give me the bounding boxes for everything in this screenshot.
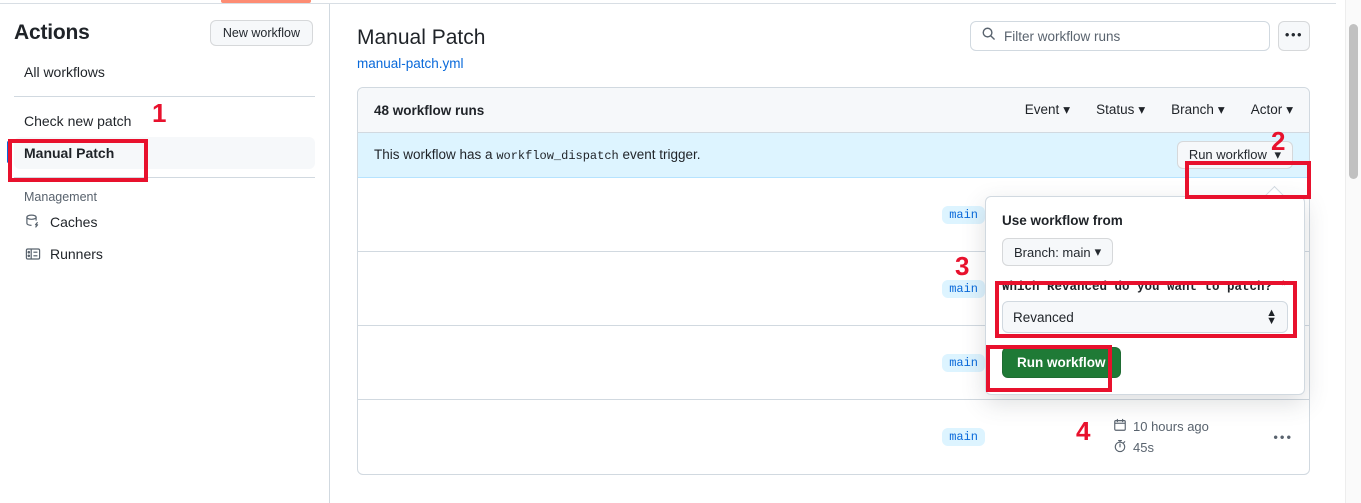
chevron-down-icon: ▾ bbox=[1286, 102, 1293, 117]
run-workflow-dropdown-button[interactable]: Run workflow ▾ bbox=[1176, 141, 1293, 169]
submit-run-workflow-button[interactable]: Run workflow bbox=[1002, 347, 1121, 378]
sidebar-item-manual-patch[interactable]: Manual Patch bbox=[7, 137, 315, 169]
new-workflow-button[interactable]: New workflow bbox=[209, 20, 313, 46]
chevron-down-icon: ▾ bbox=[1274, 147, 1281, 162]
filter-workflow-runs-box[interactable] bbox=[970, 21, 1270, 51]
sidebar-nav-workflows: Check new patch Manual Patch bbox=[0, 105, 329, 169]
branch-badge[interactable]: main bbox=[942, 279, 985, 298]
kebab-horizontal-icon: ••• bbox=[1284, 26, 1304, 42]
filter-status[interactable]: Status▾ bbox=[1096, 102, 1145, 118]
runners-icon bbox=[24, 246, 41, 263]
header-divider bbox=[0, 3, 1336, 4]
sidebar-divider-1 bbox=[14, 96, 315, 97]
sidebar-item-label: Caches bbox=[50, 214, 98, 230]
workflow-input-label-text: Which Revanced do you want to patch? bbox=[1002, 280, 1273, 294]
dispatch-event-code: workflow_dispatch bbox=[496, 149, 619, 163]
sidebar-item-all-workflows[interactable]: All workflows bbox=[14, 56, 315, 88]
filter-event[interactable]: Event▾ bbox=[1025, 102, 1070, 118]
sidebar-item-label: Manual Patch bbox=[24, 145, 115, 161]
dispatch-prefix: This workflow has a bbox=[374, 147, 493, 162]
workflow-runs-header: 48 workflow runs Event▾ Status▾ Branch▾ … bbox=[358, 88, 1309, 133]
table-row[interactable]: main 10 hours ago bbox=[358, 400, 1309, 474]
page-scrollbar[interactable] bbox=[1345, 0, 1361, 503]
workflow-runs-filters: Event▾ Status▾ Branch▾ Actor▾ bbox=[1025, 102, 1293, 118]
filter-event-label: Event bbox=[1024, 102, 1060, 117]
sidebar-header: Actions New workflow bbox=[0, 4, 329, 56]
chevron-down-icon: ▾ bbox=[1217, 102, 1225, 117]
filter-actor-label: Actor bbox=[1250, 102, 1283, 117]
revanced-select-value: Revanced bbox=[1013, 309, 1074, 325]
branch-badge[interactable]: main bbox=[942, 353, 985, 372]
workflow-dispatch-banner: This workflow has a workflow_dispatch ev… bbox=[358, 133, 1309, 178]
sidebar-nav-management: Caches Runners bbox=[0, 206, 329, 270]
filter-branch[interactable]: Branch▾ bbox=[1171, 102, 1225, 118]
sidebar-divider-2 bbox=[14, 177, 315, 178]
sidebar-section-management: Management bbox=[24, 190, 97, 204]
filter-status-label: Status bbox=[1096, 102, 1135, 117]
more-options-button[interactable]: ••• bbox=[1278, 21, 1310, 51]
chevron-down-icon: ▾ bbox=[1063, 102, 1071, 117]
sidebar-item-label: All workflows bbox=[24, 64, 105, 80]
workflow-runs-count: 48 workflow runs bbox=[374, 102, 485, 118]
dispatch-suffix: event trigger. bbox=[622, 147, 701, 162]
branch-select-button[interactable]: Branch: main ▾ bbox=[1002, 238, 1114, 266]
search-icon bbox=[981, 26, 996, 46]
cache-icon bbox=[24, 214, 41, 231]
sidebar-title: Actions bbox=[14, 21, 90, 44]
run-workflow-dropdown-label: Run workflow bbox=[1188, 147, 1267, 162]
table-row[interactable]: main bbox=[358, 178, 1309, 252]
stepper-icon: ▲▼ bbox=[1266, 307, 1277, 327]
sidebar-item-caches[interactable]: Caches bbox=[14, 206, 315, 238]
row-date: 10 hours ago bbox=[1133, 419, 1209, 434]
sidebar-item-runners[interactable]: Runners bbox=[14, 238, 315, 270]
filter-actor[interactable]: Actor▾ bbox=[1251, 102, 1293, 118]
table-row[interactable]: main bbox=[358, 252, 1309, 326]
required-marker: * bbox=[1279, 280, 1288, 294]
sidebar-nav-top: All workflows bbox=[0, 56, 329, 88]
row-duration-line: 45s bbox=[1113, 439, 1293, 456]
branch-badge[interactable]: main bbox=[942, 205, 985, 224]
page-header-left: Manual Patch manual-patch.yml bbox=[357, 18, 485, 73]
use-workflow-from-label: Use workflow from bbox=[1002, 213, 1123, 228]
page-header-right: ••• bbox=[970, 18, 1310, 51]
row-more-options-button[interactable]: ••• bbox=[1273, 430, 1293, 445]
calendar-icon bbox=[1113, 418, 1127, 435]
branch-select-label: Branch: main bbox=[1014, 244, 1091, 260]
kebab-horizontal-icon: ••• bbox=[1273, 429, 1293, 445]
stopwatch-icon bbox=[1113, 439, 1127, 456]
sidebar-item-label: Check new patch bbox=[24, 113, 132, 129]
sidebar-item-check-new-patch[interactable]: Check new patch bbox=[14, 105, 315, 137]
sidebar-item-label: Runners bbox=[50, 246, 103, 262]
dispatch-banner-text: This workflow has a workflow_dispatch ev… bbox=[374, 147, 701, 163]
branch-badge[interactable]: main bbox=[942, 428, 985, 446]
row-meta: 10 hours ago 45s bbox=[1113, 418, 1293, 456]
page-title: Manual Patch bbox=[357, 26, 486, 49]
page-header: Manual Patch manual-patch.yml ••• bbox=[357, 18, 1310, 73]
revanced-select[interactable]: Revanced ▲▼ bbox=[1002, 301, 1288, 333]
chevron-down-icon: ▾ bbox=[1138, 102, 1146, 117]
active-tab-indicator bbox=[221, 0, 311, 3]
workflow-input-label: Which Revanced do you want to patch? * bbox=[1002, 280, 1288, 294]
run-workflow-dropdown-panel: Use workflow from Branch: main ▾ Which R… bbox=[985, 196, 1305, 395]
actions-sidebar: Actions New workflow All workflows Check… bbox=[0, 4, 330, 503]
workflow-file-link[interactable]: manual-patch.yml bbox=[357, 56, 464, 71]
row-duration: 45s bbox=[1133, 440, 1154, 455]
scrollbar-thumb[interactable] bbox=[1349, 24, 1358, 179]
filter-branch-label: Branch bbox=[1171, 102, 1214, 117]
search-input[interactable] bbox=[1004, 28, 1259, 44]
chevron-down-icon: ▾ bbox=[1094, 244, 1102, 259]
row-date-line: 10 hours ago bbox=[1113, 418, 1293, 435]
